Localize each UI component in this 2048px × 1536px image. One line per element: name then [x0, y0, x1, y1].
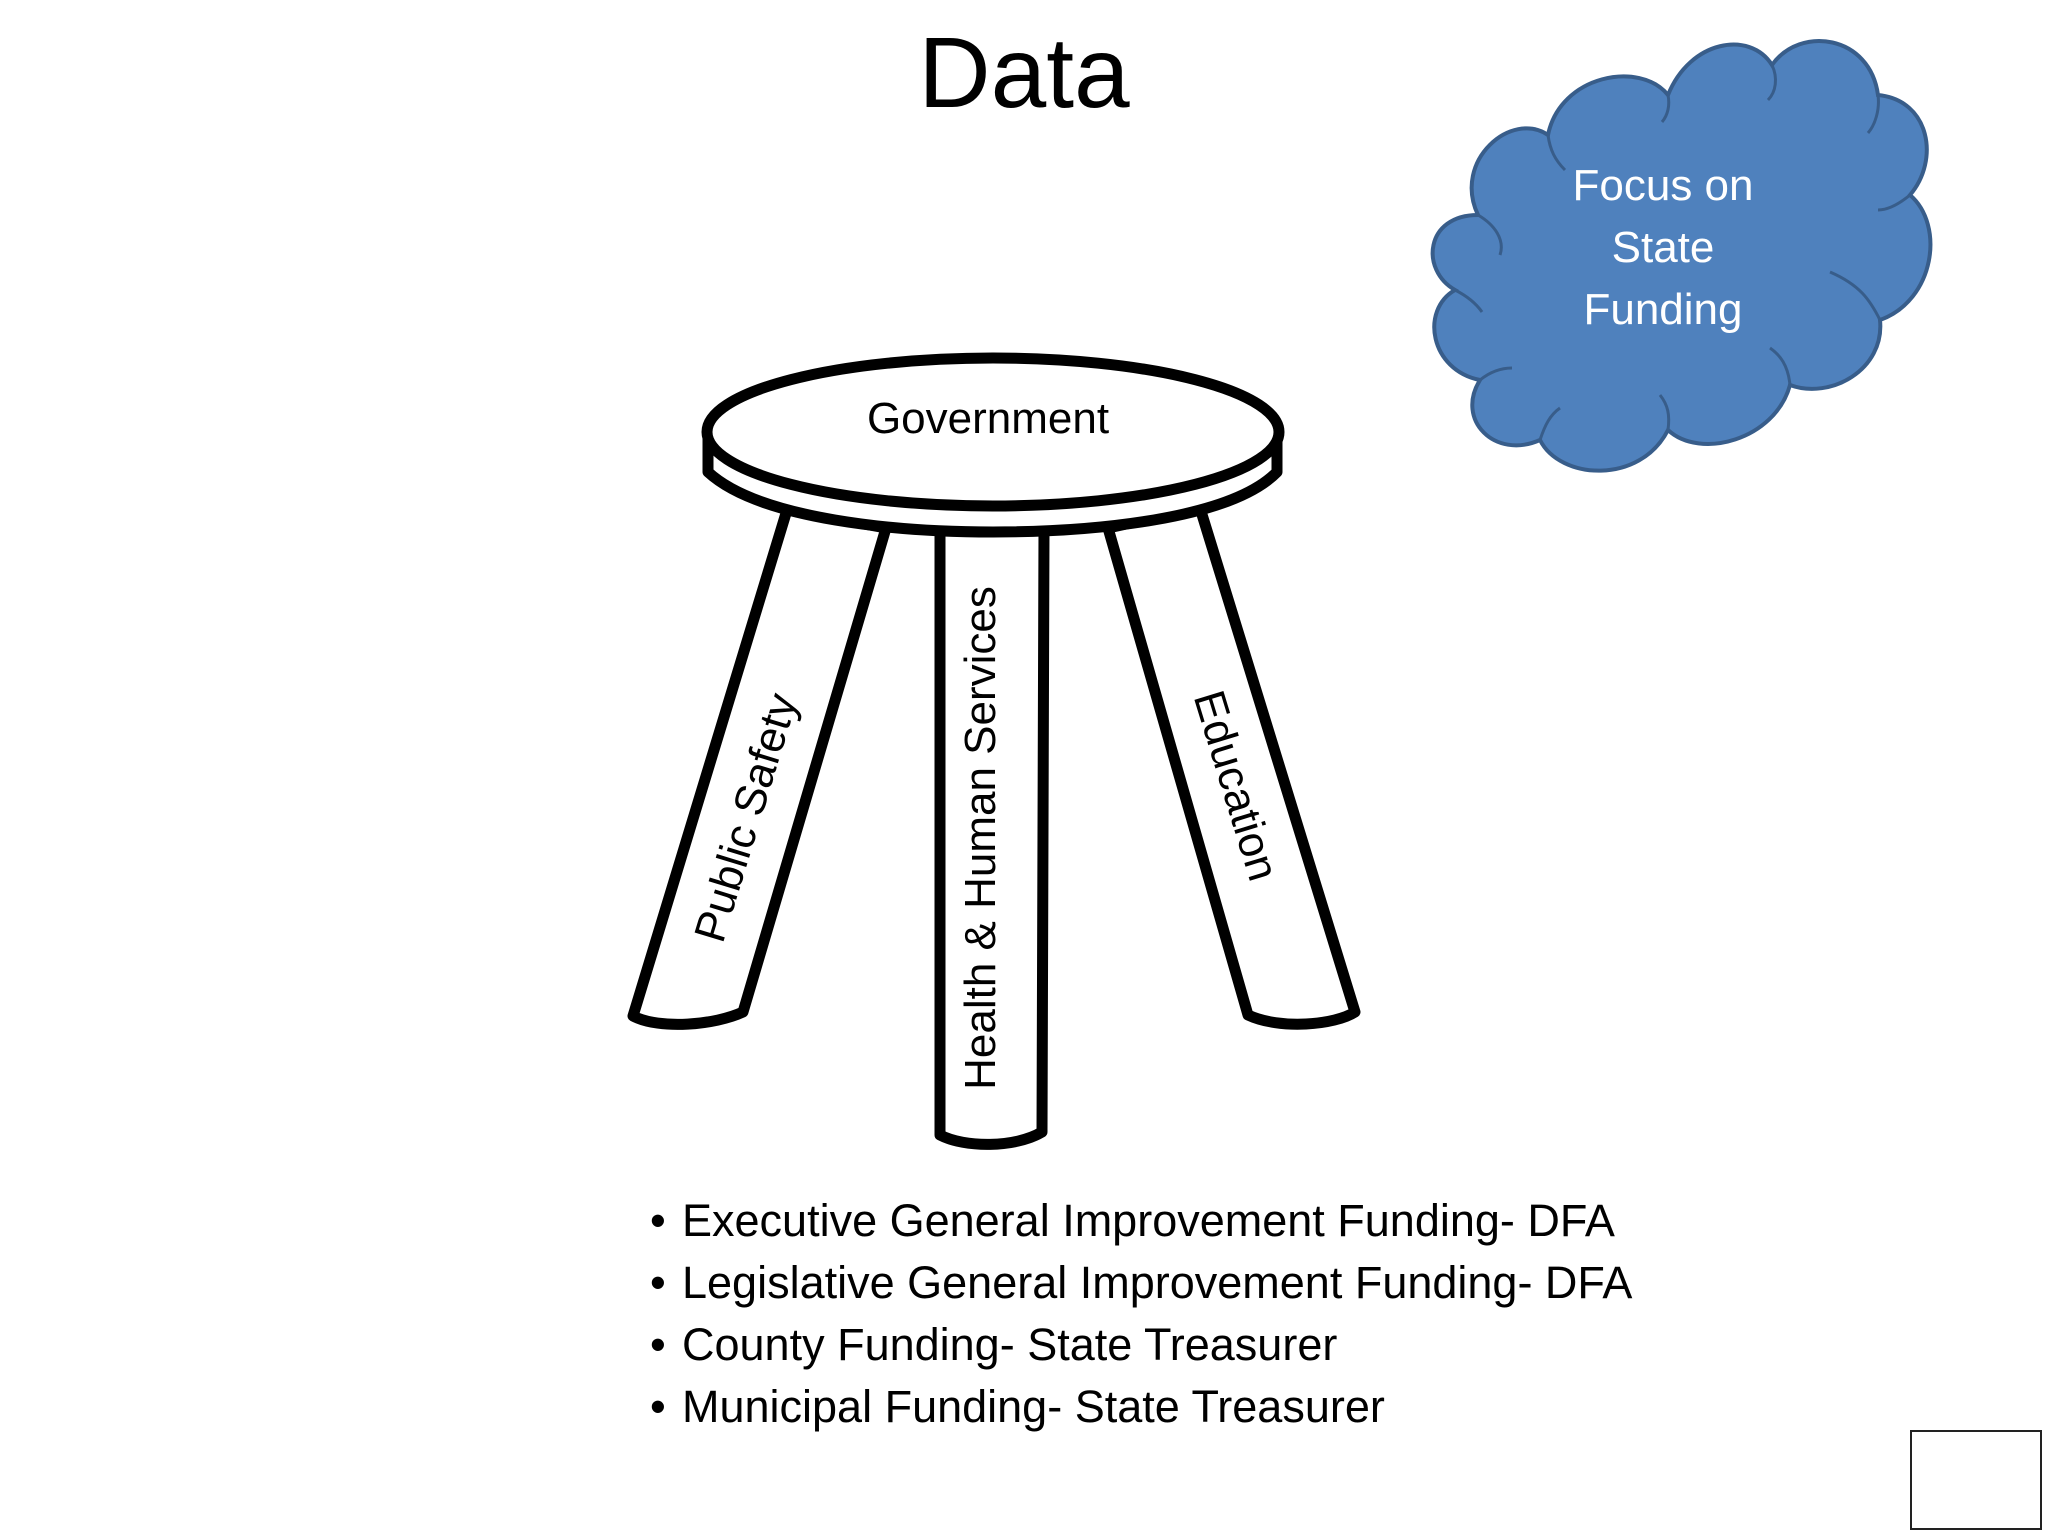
bullet-text: Legislative General Improvement Funding-… — [682, 1257, 1633, 1308]
list-item: • Municipal Funding- State Treasurer — [650, 1376, 1632, 1438]
stool-seat-label: Government — [867, 394, 1109, 443]
bullet-text: Executive General Improvement Funding- D… — [682, 1195, 1615, 1246]
cloud-text-line-3: Funding — [1583, 285, 1742, 334]
cloud-text-line-2: State — [1612, 223, 1715, 272]
list-item: • Legislative General Improvement Fundin… — [650, 1252, 1632, 1314]
list-item: • Executive General Improvement Funding-… — [650, 1190, 1632, 1252]
stool-leg-left — [627, 504, 892, 1030]
stool-leg-label-middle: Health & Human Services — [956, 586, 1005, 1090]
bullet-text: County Funding- State Treasurer — [682, 1319, 1338, 1370]
stool-leg-right — [1102, 502, 1361, 1030]
slide-title: Data — [918, 17, 1130, 129]
bullet-marker: • — [650, 1381, 666, 1432]
bullet-marker: • — [650, 1257, 666, 1308]
funding-bullet-list: • Executive General Improvement Funding-… — [650, 1190, 1632, 1438]
bullet-marker: • — [650, 1319, 666, 1370]
bullet-marker: • — [650, 1195, 666, 1246]
cloud-shape: Focus on State Funding — [1430, 39, 1933, 473]
bullet-text: Municipal Funding- State Treasurer — [682, 1381, 1385, 1432]
stool-leg-middle — [934, 522, 1050, 1150]
cloud-outline — [1430, 39, 1933, 473]
logo-frame — [1910, 1430, 2042, 1530]
list-item: • County Funding- State Treasurer — [650, 1314, 1632, 1376]
cloud-text-line-1: Focus on — [1573, 161, 1754, 210]
stool-diagram — [627, 352, 1361, 1150]
stool-seat-top — [701, 352, 1285, 512]
